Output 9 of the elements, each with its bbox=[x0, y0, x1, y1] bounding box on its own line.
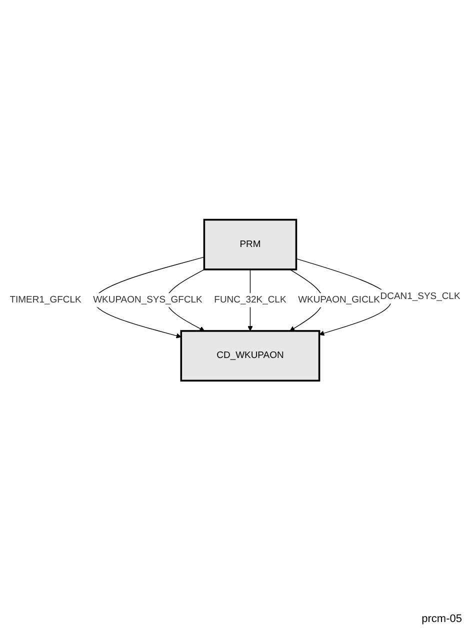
arrow bbox=[296, 258, 392, 336]
edge-label: FUNC_32K_CLK bbox=[214, 294, 286, 305]
figure-id: prcm-05 bbox=[422, 613, 462, 625]
node-box: CD_WKUPAON bbox=[180, 330, 320, 382]
edge-label: TIMER1_GFCLK bbox=[10, 294, 82, 305]
edge-label: WKUPAON_SYS_GFCLK bbox=[93, 294, 202, 305]
node-box: PRM bbox=[203, 218, 298, 270]
edge-label: DCAN1_SYS_CLK bbox=[380, 291, 460, 302]
edge-label: WKUPAON_GICLK bbox=[298, 294, 380, 305]
